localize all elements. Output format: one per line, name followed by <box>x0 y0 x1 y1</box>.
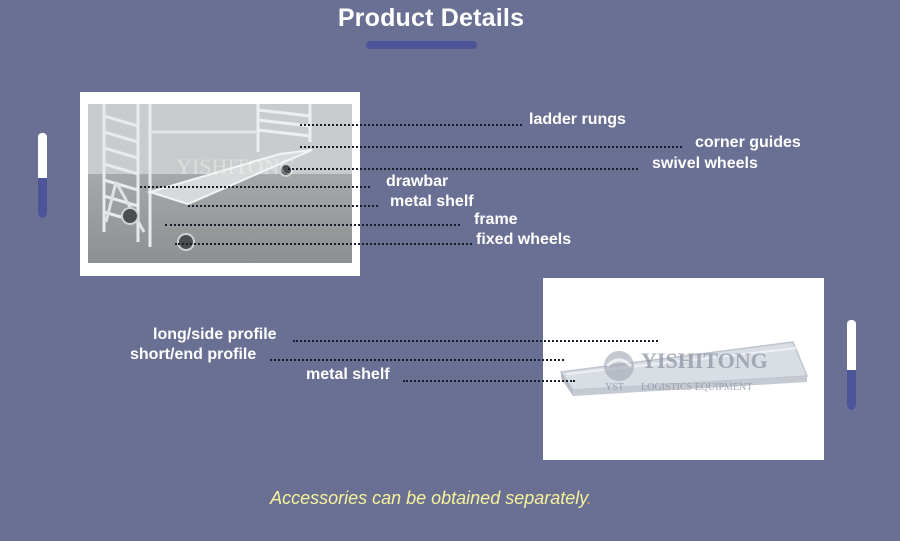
footer-note-text: Accessories can be obtained separately <box>270 488 587 508</box>
leader-swivel-wheels <box>288 168 638 170</box>
right-scroll-indicator[interactable] <box>847 320 856 410</box>
callout-corner-guides: corner guides <box>695 134 801 151</box>
callout-ladder-rungs: ladder rungs <box>529 111 626 128</box>
leader-short-end-profile <box>270 359 564 361</box>
shelf-watermark-tagline: LOGISTICS EQUIPMENT <box>641 382 752 393</box>
cart-illustration: YISHITONG <box>88 104 352 263</box>
leader-ladder-rungs <box>300 124 522 126</box>
callout-shelf-metal-shelf: metal shelf <box>306 366 390 383</box>
leader-fixed-wheels <box>175 243 472 245</box>
shelf-watermark-brand: YISHITONG <box>641 348 768 373</box>
callout-long-side-profile: long/side profile <box>153 326 277 343</box>
callout-metal-shelf: metal shelf <box>390 193 474 210</box>
left-scroll-indicator[interactable] <box>38 133 47 218</box>
shelf-logo-icon <box>604 351 634 381</box>
callout-frame: frame <box>474 211 518 228</box>
leader-drawbar <box>140 186 370 188</box>
shelf-watermark-abbr: YST <box>605 382 624 393</box>
cart-watermark: YISHITONG <box>176 154 295 179</box>
footer-note-period: . <box>586 488 592 508</box>
callout-drawbar: drawbar <box>386 173 449 190</box>
page-title: Product Details <box>337 4 525 32</box>
leader-shelf-metal-shelf <box>403 380 575 382</box>
footer-note: Accessories can be obtained separately. <box>0 488 862 509</box>
leader-long-side-profile <box>293 340 658 342</box>
callout-short-end-profile: short/end profile <box>130 346 257 363</box>
leader-frame <box>165 224 460 226</box>
right-scroll-thumb[interactable] <box>847 370 856 410</box>
shelf-illustration: YISHITONG YST LOGISTICS EQUIPMENT <box>559 341 809 396</box>
leader-metal-shelf <box>188 205 378 207</box>
shelf-product-photo: YISHITONG YST LOGISTICS EQUIPMENT <box>543 278 824 460</box>
left-scroll-thumb[interactable] <box>38 178 47 218</box>
cart-product-photo: YISHITONG <box>80 92 360 276</box>
callout-fixed-wheels: fixed wheels <box>476 231 572 248</box>
leader-corner-guides <box>300 146 682 148</box>
title-underline <box>366 41 477 49</box>
callout-swivel-wheels: swivel wheels <box>652 155 758 172</box>
